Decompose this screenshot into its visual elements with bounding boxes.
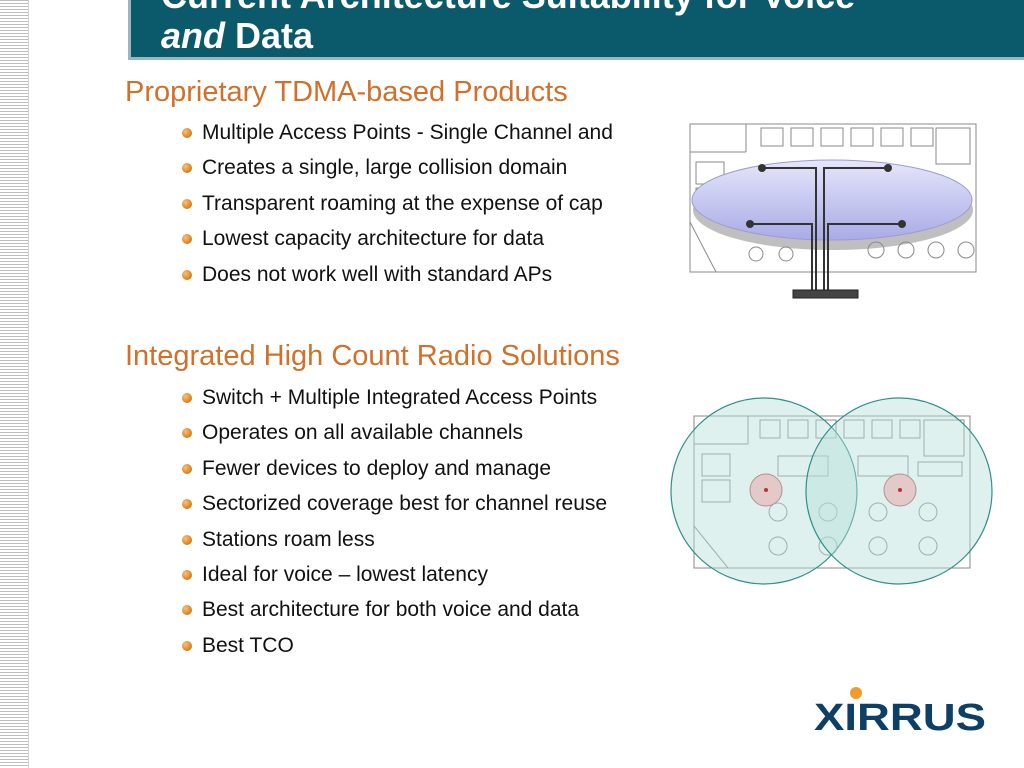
bullet-text: Sectorized coverage best for channel reu… bbox=[202, 492, 608, 516]
floor-plan-2 bbox=[693, 415, 971, 569]
section1-bullet-list: Multiple Access Points - Single Channel … bbox=[182, 118, 613, 295]
floor-plan-1 bbox=[689, 123, 977, 273]
ap-wiring bbox=[750, 167, 902, 292]
left-decorative-stripe bbox=[0, 0, 29, 768]
bullet-text: Lowest capacity architecture for data bbox=[202, 227, 545, 251]
title-line-2: and Data bbox=[161, 16, 1021, 56]
bullet-text: Operates on all available channels bbox=[202, 421, 524, 445]
title-line-1: Current Architecture Suitability for Voi… bbox=[161, 0, 1021, 16]
bullet-text: Best TCO bbox=[202, 633, 294, 657]
bullet-text: Ideal for voice – lowest latency bbox=[202, 562, 488, 586]
logo-text: XIRRUS bbox=[814, 697, 986, 736]
bullet-icon bbox=[182, 198, 192, 209]
bullet-item: Fewer devices to deploy and manage bbox=[182, 454, 607, 489]
array-icons bbox=[749, 473, 917, 507]
sectorized-coverage-diagram bbox=[670, 397, 993, 585]
bullet-icon bbox=[182, 393, 192, 403]
bullet-item: Lowest capacity architecture for data bbox=[182, 224, 613, 259]
single-channel-ap-diagram bbox=[689, 123, 977, 299]
coverage-ellipse-top bbox=[691, 159, 973, 241]
access-point-dots bbox=[746, 164, 906, 228]
bullet-icon bbox=[182, 534, 192, 545]
bullet-item: Creates a single, large collision domain bbox=[182, 153, 613, 188]
section2-bullet-list: Switch + Multiple Integrated Access Poin… bbox=[182, 383, 607, 666]
bullet-item: Does not work well with standard APs bbox=[182, 260, 613, 295]
switch-bar bbox=[792, 289, 859, 299]
bullet-text: Multiple Access Points - Single Channel … bbox=[202, 121, 613, 144]
slide-title: Current Architecture Suitability for Voi… bbox=[161, 0, 1021, 56]
title-rest: Data bbox=[225, 15, 314, 56]
bullet-item: Operates on all available channels bbox=[182, 418, 607, 453]
bullet-item: Multiple Access Points - Single Channel … bbox=[182, 118, 613, 153]
bullet-text: Transparent roaming at the expense of ca… bbox=[202, 191, 603, 215]
bullet-icon bbox=[182, 428, 192, 439]
bullet-icon bbox=[182, 234, 192, 245]
bullet-item: Stations roam less bbox=[182, 525, 607, 560]
bullet-icon bbox=[182, 128, 192, 138]
xirrus-logo: XIRRUS bbox=[814, 687, 986, 736]
bullet-text: Stations roam less bbox=[202, 527, 375, 551]
bullet-text: Best architecture for both voice and dat… bbox=[202, 598, 580, 622]
bullet-icon bbox=[182, 269, 192, 280]
bullet-icon bbox=[182, 569, 192, 580]
bullet-item: Best TCO bbox=[182, 631, 607, 666]
bullet-text: Does not work well with standard APs bbox=[202, 262, 553, 286]
bullet-text: Fewer devices to deploy and manage bbox=[202, 456, 552, 480]
bullet-icon bbox=[182, 463, 192, 474]
title-italic-word: and bbox=[161, 15, 226, 56]
bullet-item: Transparent roaming at the expense of ca… bbox=[182, 189, 613, 224]
logo-dot-icon bbox=[850, 687, 862, 699]
bullet-text: Switch + Multiple Integrated Access Poin… bbox=[202, 386, 598, 409]
bullet-item: Best architecture for both voice and dat… bbox=[182, 595, 607, 630]
bullet-item: Sectorized coverage best for channel reu… bbox=[182, 489, 607, 524]
section1-heading: Proprietary TDMA-based Products bbox=[125, 76, 568, 108]
bullet-item: Switch + Multiple Integrated Access Poin… bbox=[182, 383, 607, 418]
title-bar: Current Architecture Suitability for Voi… bbox=[128, 0, 1024, 60]
bullet-text: Creates a single, large collision domain bbox=[202, 156, 568, 180]
bullet-icon bbox=[182, 640, 192, 651]
bullet-icon bbox=[182, 499, 192, 510]
bullet-icon bbox=[182, 605, 192, 616]
section2-heading: Integrated High Count Radio Solutions bbox=[125, 340, 620, 372]
bullet-icon bbox=[182, 163, 192, 174]
bullet-item: Ideal for voice – lowest latency bbox=[182, 560, 607, 595]
